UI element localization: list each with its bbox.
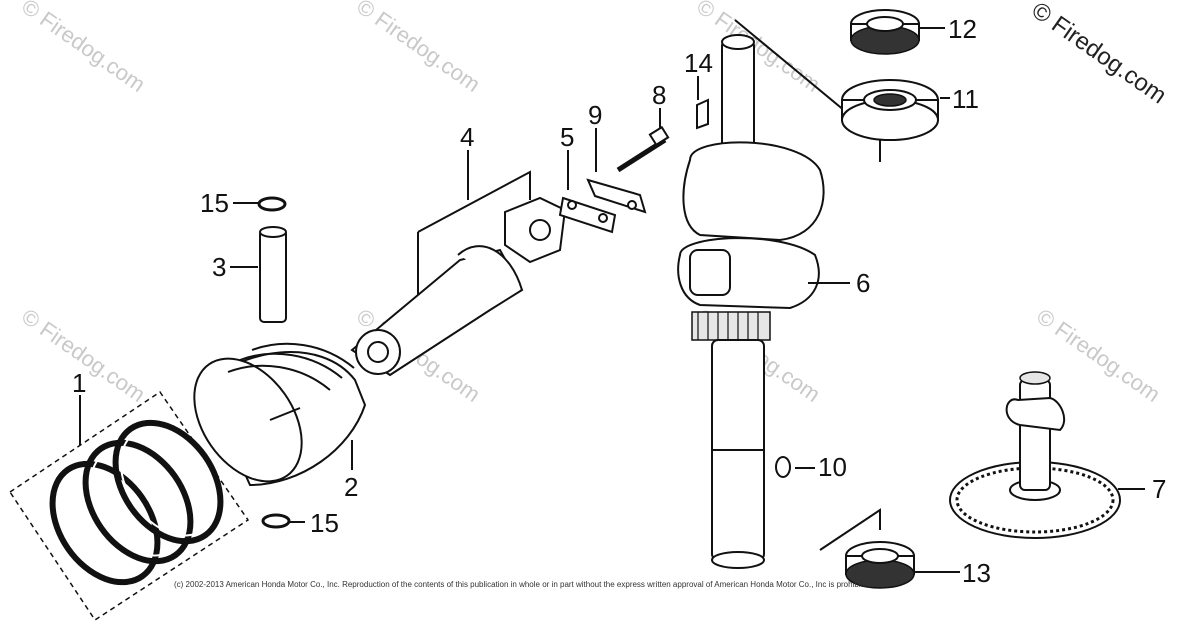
- leader-lines: [79, 27, 1145, 573]
- watermark: © Firedog.com: [352, 0, 485, 97]
- piston-rings: [8, 390, 250, 622]
- bearing: [841, 79, 939, 141]
- woodruff-key-14: [696, 98, 709, 130]
- pin-clip-bottom: [261, 513, 291, 529]
- callout-7: 7: [1152, 474, 1166, 504]
- pin-clip-top: [257, 196, 287, 212]
- piston: [193, 342, 367, 487]
- callout-9: 9: [588, 100, 602, 130]
- watermark: © Firedog.com: [17, 0, 150, 97]
- callout-15-top: 15: [200, 188, 229, 218]
- oil-seal-bottom: [819, 508, 915, 589]
- callout-2: 2: [344, 472, 358, 502]
- camshaft: [949, 371, 1121, 539]
- callout-15-bottom: 15: [310, 508, 339, 538]
- callout-13: 13: [962, 558, 991, 588]
- callout-1: 1: [72, 368, 86, 398]
- callout-11: 11: [952, 84, 979, 114]
- oil-seal-top: [850, 9, 920, 55]
- watermark: © Firedog.com: [1032, 304, 1165, 407]
- callout-12: 12: [948, 14, 977, 44]
- oil-dipper: [586, 178, 647, 214]
- rod-bolt: [616, 125, 670, 173]
- callout-8: 8: [652, 80, 666, 110]
- watermark-corner: © Firedog.com: [1027, 0, 1172, 109]
- callout-4: 4: [460, 122, 474, 152]
- copyright-notice: (c) 2002-2013 American Honda Motor Co., …: [174, 580, 874, 589]
- callout-14: 14: [684, 48, 713, 78]
- connecting-rod: [350, 170, 567, 377]
- callout-6: 6: [856, 268, 870, 298]
- callout-10: 10: [818, 452, 847, 482]
- piston-pin: [259, 226, 287, 323]
- watermark-group: © Firedog.com © Firedog.com © Firedog.co…: [17, 0, 1165, 407]
- callouts: 1 2 3 4 5 6 7 8 9 10 11 12 13 14 15 15: [72, 14, 1166, 588]
- crankshaft: [677, 19, 881, 569]
- callout-5: 5: [560, 122, 574, 152]
- woodruff-key-10: [775, 456, 791, 478]
- callout-3: 3: [212, 252, 226, 282]
- lock-plate: [558, 196, 617, 234]
